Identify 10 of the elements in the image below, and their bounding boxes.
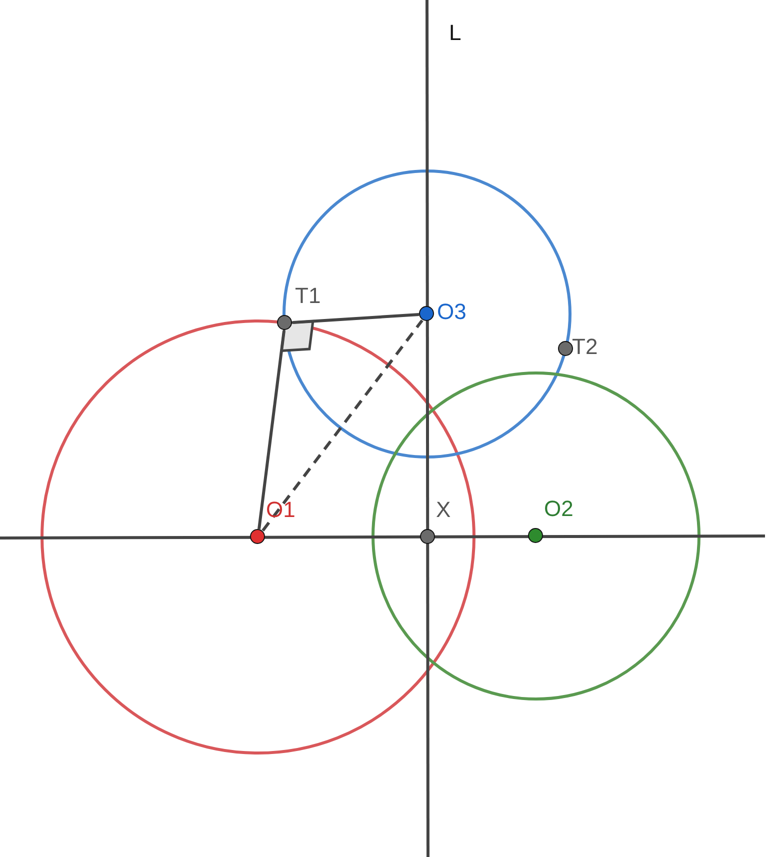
line-segment: [292, 313, 420, 324]
dashed-line: [262, 319, 424, 532]
point-label: T1: [295, 285, 321, 307]
point-label: X: [436, 499, 451, 521]
point-label: O2: [544, 498, 574, 520]
point-label: T2: [572, 336, 598, 358]
line-name: L: [449, 22, 462, 44]
point-label: O3: [437, 301, 466, 323]
point-label: O1: [266, 499, 296, 521]
line-segment: [258, 330, 286, 530]
